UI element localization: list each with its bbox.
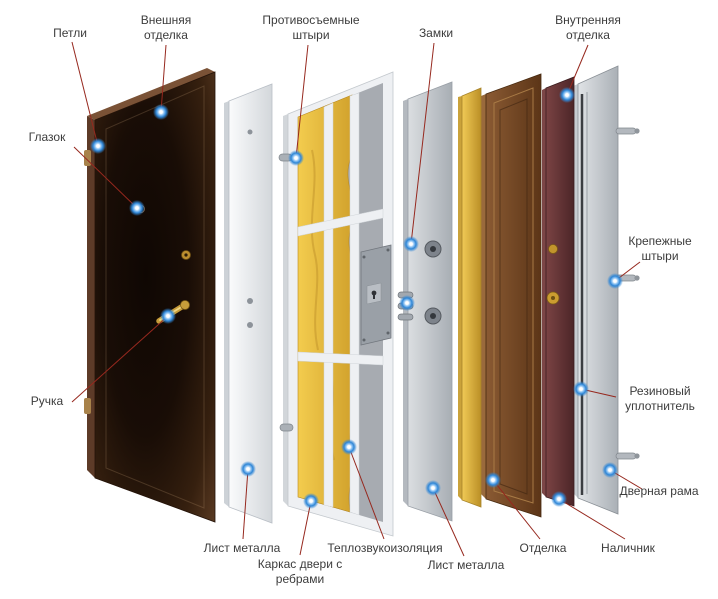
label-finish: Отделка <box>519 541 567 555</box>
label-insulation: Теплозвукоизоляция <box>327 541 443 555</box>
fastening-pin <box>615 452 640 460</box>
layer-frame-with-ribs <box>278 71 394 537</box>
marker-dot <box>485 472 501 488</box>
marker-dot <box>403 236 419 252</box>
marker-dot <box>559 87 575 103</box>
marker-dot <box>602 462 618 478</box>
leader-line-anti-removal-pins <box>295 44 309 159</box>
leader-line-hinges <box>71 41 99 147</box>
leader-line-metal-sheet-inner <box>432 487 465 557</box>
label-locks: Замки <box>418 26 454 40</box>
label-hinges: Петли <box>53 26 87 40</box>
marker-dot <box>160 308 176 324</box>
layer-door-frame <box>573 65 640 515</box>
label-interior-finish: Внутренняя отделка <box>555 13 621 42</box>
marker-dot <box>551 491 567 507</box>
leader-line-frame-with-ribs <box>299 500 312 556</box>
label-peephole: Глазок <box>28 130 66 144</box>
leader-line-finish <box>492 479 541 540</box>
layer-metal-sheet-outer <box>224 83 273 524</box>
label-metal-sheet-outer: Лист металла <box>203 541 281 555</box>
fastening-pin <box>615 127 640 135</box>
leader-line-locks <box>410 42 435 245</box>
interior-lock-knob <box>546 244 560 305</box>
label-frame-with-ribs: Каркас двери с ребрами <box>257 557 343 586</box>
marker-dot <box>129 200 145 216</box>
layer-casing <box>542 76 575 507</box>
leader-line-metal-sheet-outer <box>242 468 249 540</box>
marker-dots <box>90 87 623 509</box>
leader-line-interior-finish <box>566 44 589 96</box>
marker-dot <box>90 138 106 154</box>
leader-line-peephole <box>73 146 138 209</box>
marker-dot <box>303 493 319 509</box>
hinge <box>84 398 91 414</box>
layer-exterior-door <box>84 68 216 523</box>
label-exterior-finish: Внешняя отделка <box>140 13 192 42</box>
lock-cylinder <box>424 307 442 325</box>
door-lock-keyhole <box>181 250 191 260</box>
label-metal-sheet-inner: Лист металла <box>427 558 505 572</box>
marker-dot <box>607 273 623 289</box>
label-casing: Наличник <box>601 541 655 555</box>
layer-interior-panel <box>481 73 542 518</box>
label-anti-removal-pins: Противосъемные штыри <box>262 13 360 42</box>
label-fastening-pins: Крепежные штыри <box>628 234 692 263</box>
marker-dot <box>153 104 169 120</box>
leader-line-handle <box>71 315 169 403</box>
label-handle: Ручка <box>30 394 64 408</box>
anti-removal-pin <box>279 423 294 432</box>
marker-dot <box>341 439 357 455</box>
lock-cylinder <box>424 240 442 258</box>
marker-dot <box>240 461 256 477</box>
marker-dot <box>425 480 441 496</box>
label-door-frame: Дверная рама <box>619 484 699 498</box>
leader-line-casing <box>558 498 626 540</box>
marker-dot <box>399 295 415 311</box>
leader-line-insulation <box>348 446 385 540</box>
label-rubber-seal: Резиновый уплотнитель <box>625 384 695 413</box>
lock-box <box>360 244 392 346</box>
layer-finish-panel <box>458 87 482 508</box>
marker-dot <box>288 150 304 166</box>
leader-line-exterior-finish <box>160 44 167 113</box>
marker-dot <box>573 381 589 397</box>
